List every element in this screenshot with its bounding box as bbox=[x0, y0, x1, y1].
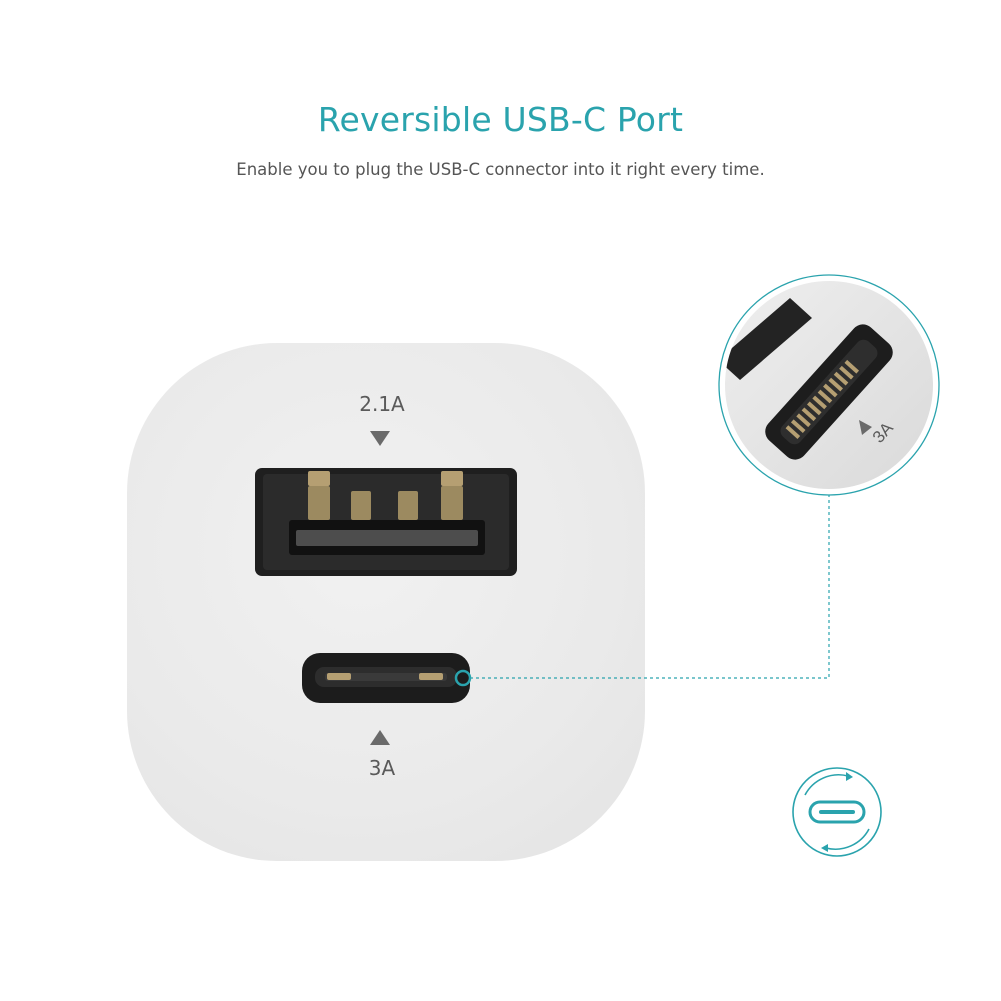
zoom-detail: 3A bbox=[718, 274, 940, 496]
charger-body bbox=[127, 343, 645, 861]
usb-c-current-label: 3A bbox=[368, 756, 396, 780]
usb-c-port bbox=[302, 653, 470, 703]
zoom-arrow-icon bbox=[859, 420, 872, 435]
down-arrow-icon bbox=[370, 431, 390, 446]
usb-a-current-label: 2.1A bbox=[359, 392, 405, 416]
callout-point bbox=[454, 669, 472, 687]
up-arrow-icon bbox=[370, 730, 390, 745]
page-subtitle: Enable you to plug the USB-C connector i… bbox=[236, 160, 765, 179]
reversible-usb-c-icon bbox=[792, 767, 882, 857]
usb-a-pins bbox=[308, 471, 463, 520]
callout-line bbox=[470, 492, 830, 679]
usb-a-port bbox=[255, 468, 517, 576]
page-title: Reversible USB-C Port bbox=[317, 100, 684, 139]
